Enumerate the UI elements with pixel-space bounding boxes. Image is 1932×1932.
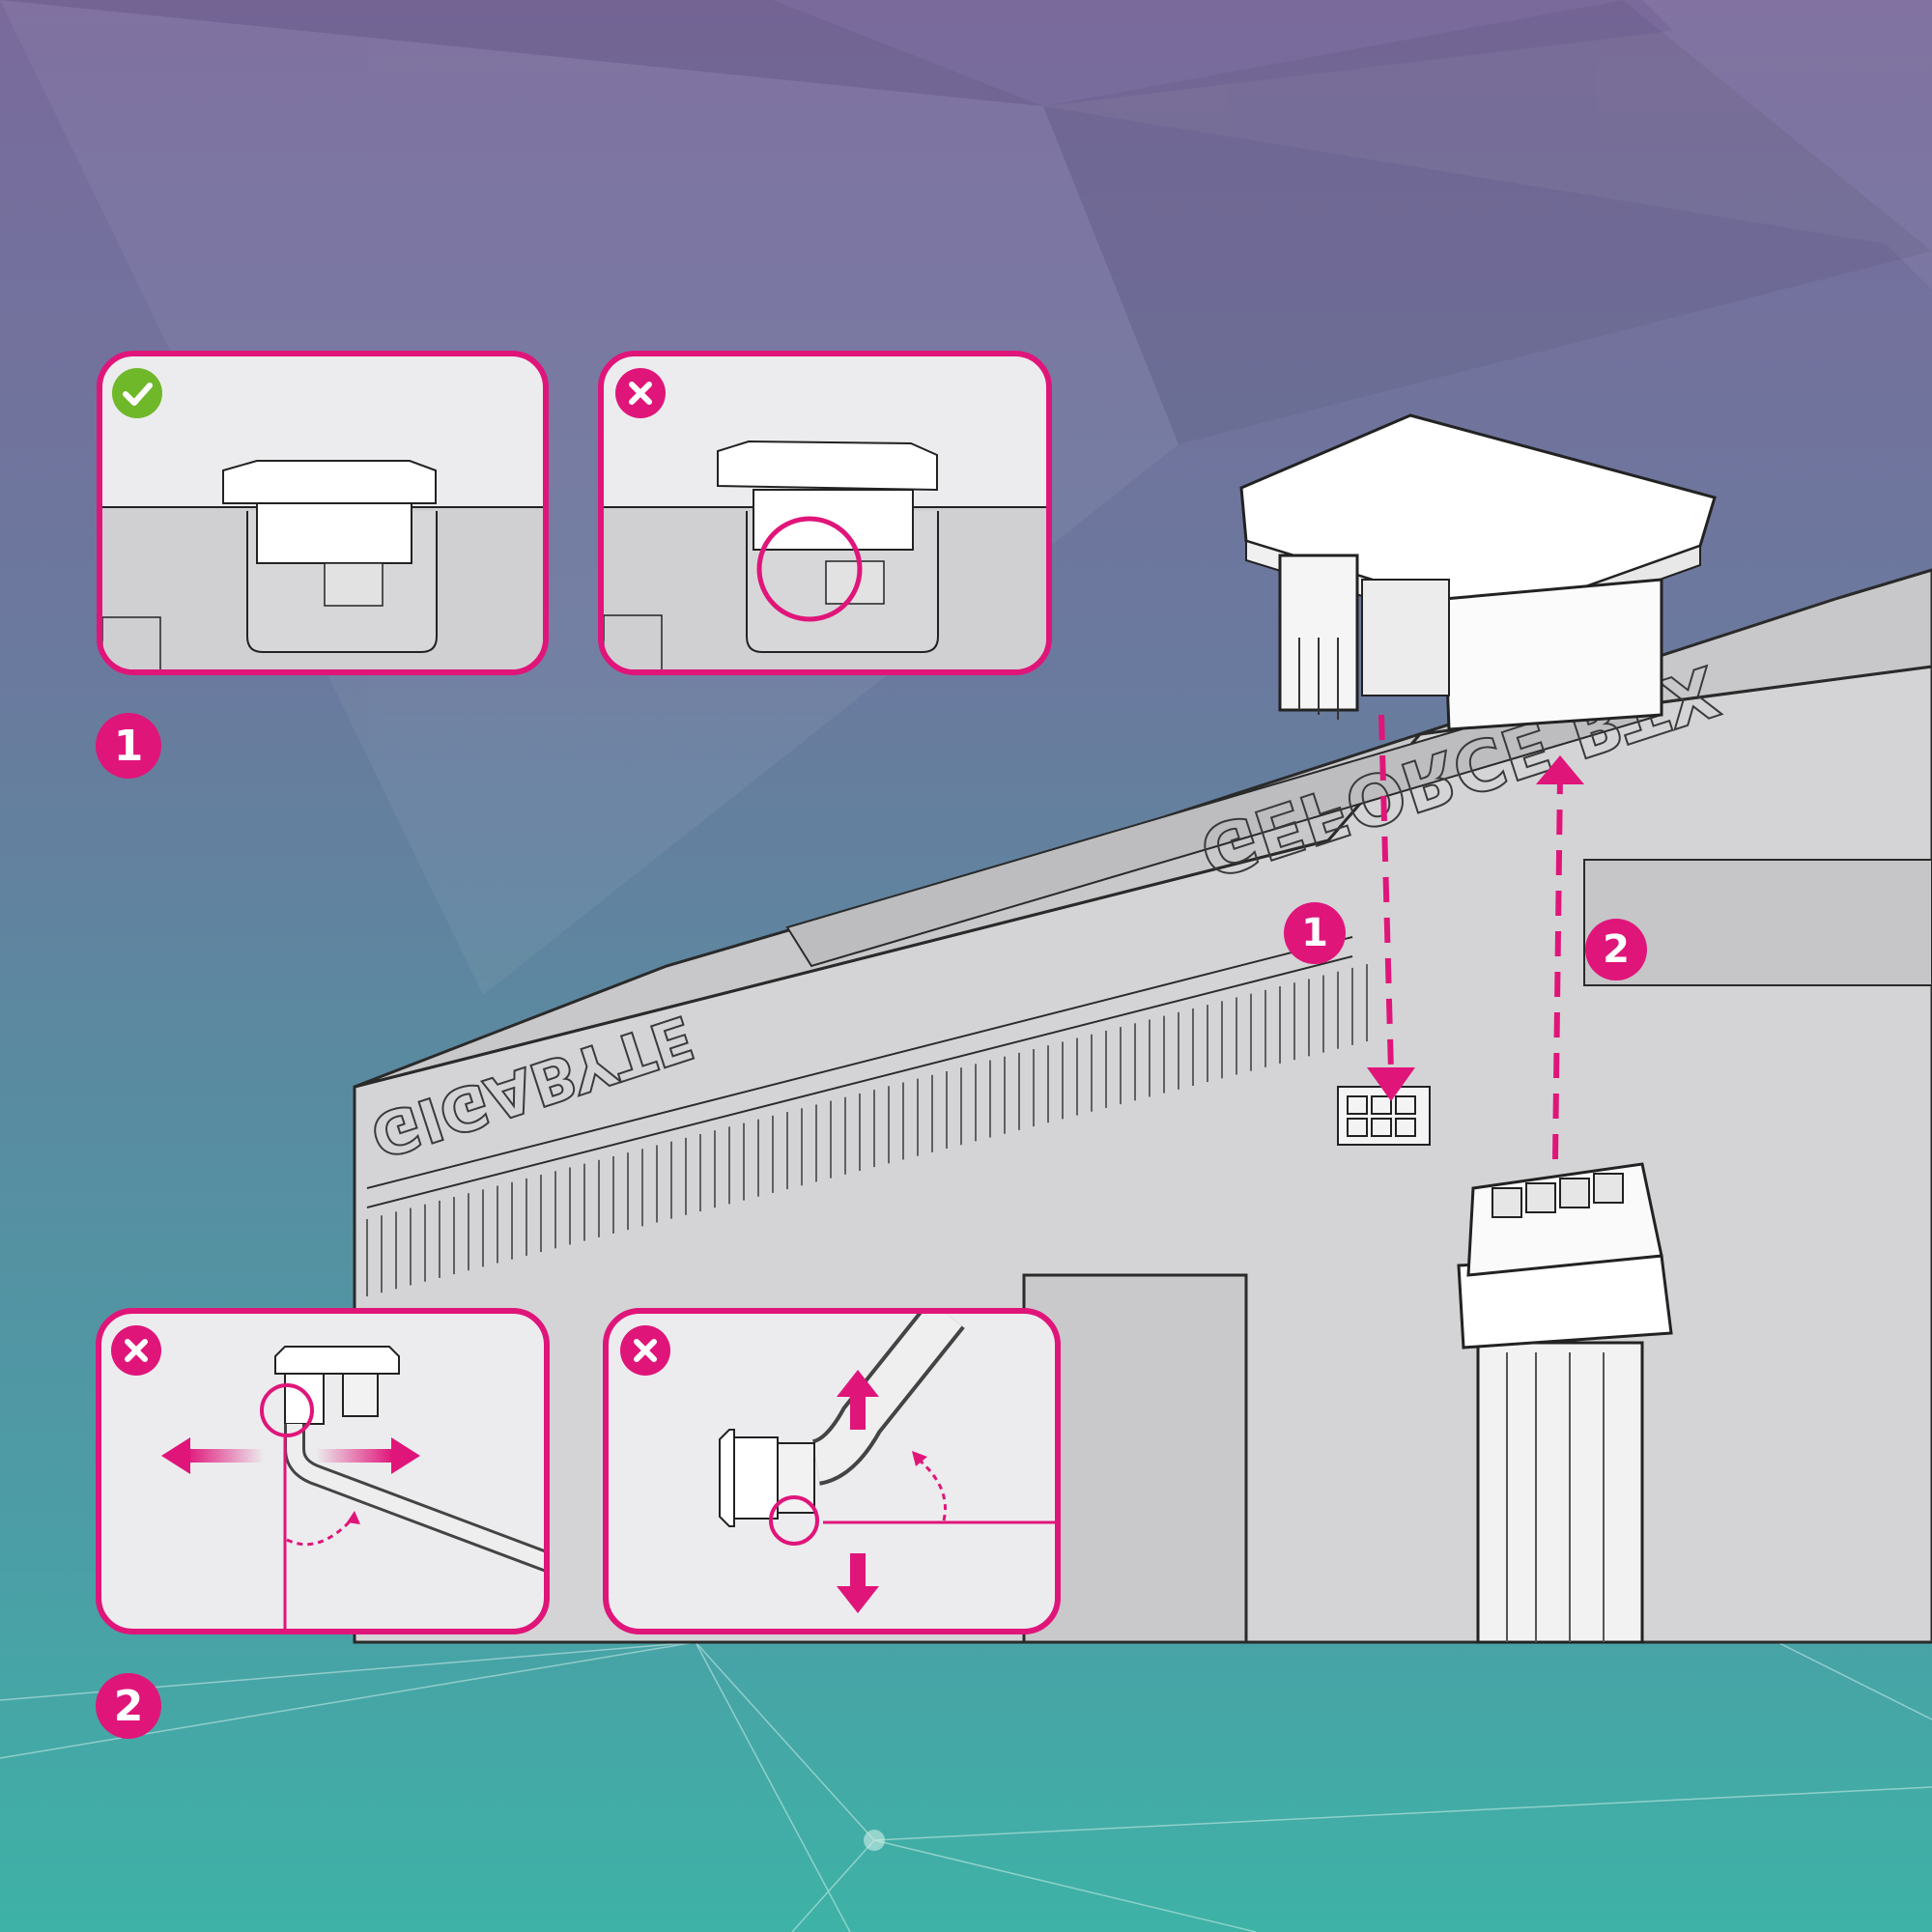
panel-bend-vertical	[603, 1308, 1061, 1634]
check-icon	[112, 368, 162, 418]
panel-bend-side	[96, 1308, 550, 1634]
close-icon	[111, 1325, 161, 1376]
vertical-bend-illustration	[719, 1314, 1055, 1613]
down-arrow	[837, 1553, 879, 1613]
insert-arrow	[1378, 714, 1394, 1073]
power-socket	[1337, 1086, 1431, 1146]
panel-incorrect-seating	[598, 351, 1052, 675]
cable-plug-bottom	[1457, 1162, 1673, 1644]
remove-arrowhead	[1536, 755, 1584, 784]
callout-insert: 1	[1284, 902, 1346, 964]
step-badge-1: 1	[96, 713, 161, 779]
insert-arrowhead	[1367, 1067, 1415, 1101]
close-icon	[620, 1325, 670, 1376]
bend-highlight	[769, 1495, 819, 1546]
gap-highlight	[756, 516, 863, 622]
close-icon	[615, 368, 666, 418]
floating-connector	[1239, 413, 1717, 731]
fin-lines	[366, 964, 1368, 1296]
correct-seating-illustration	[102, 460, 543, 669]
bend-highlight	[260, 1383, 314, 1437]
side-bend-illustration	[161, 1346, 544, 1629]
incorrect-seating-illustration	[604, 440, 1046, 669]
up-arrow	[837, 1370, 879, 1430]
callout-remove: 2	[1585, 919, 1647, 980]
panel-correct-seating	[97, 351, 549, 675]
remove-arrow	[1552, 777, 1563, 1160]
polygon-facets-dark	[0, 0, 1932, 444]
heatsink-fins	[366, 936, 1353, 1208]
step-badge-2: 2	[96, 1673, 161, 1739]
fan-shroud-left	[1022, 1273, 1248, 1644]
